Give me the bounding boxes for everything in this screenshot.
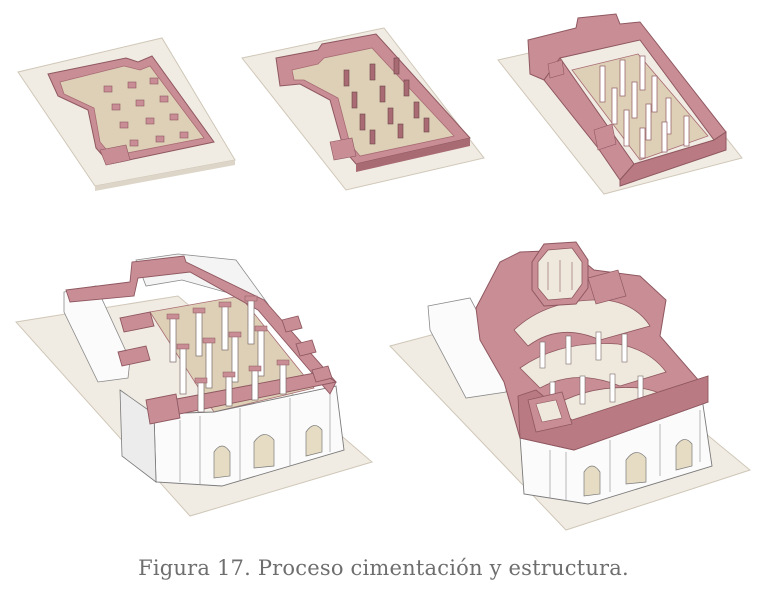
left-chapel-volume — [427, 297, 509, 399]
nave-floor — [291, 47, 455, 157]
facade-side — [119, 389, 157, 483]
stage-4-walls-complete — [15, 253, 374, 517]
facade-pilasters — [549, 410, 701, 500]
stage-5-vaults-and-dome — [389, 241, 752, 531]
foundation-floor — [59, 65, 205, 157]
stage-2-walls-and-pillars — [241, 27, 485, 191]
figure-caption: Figura 17. Proceso cimentación y estruct… — [138, 556, 629, 580]
interior-floor — [571, 53, 709, 161]
front-gable — [517, 375, 709, 451]
wall-tops — [65, 255, 338, 425]
stage-1-foundation-plan — [17, 37, 236, 191]
front-wall — [619, 131, 727, 187]
dome-drum — [531, 241, 589, 307]
facade-pilasters — [179, 390, 331, 484]
columns — [169, 299, 287, 413]
pier-footings — [103, 77, 189, 147]
columns — [599, 55, 690, 159]
pillar-bases — [343, 57, 430, 145]
facade-arches — [583, 439, 693, 497]
column-capitals — [166, 295, 290, 384]
ground-plane-edge — [95, 160, 235, 191]
stage-3-rising-walls — [497, 13, 743, 195]
facade-arches — [213, 425, 323, 479]
